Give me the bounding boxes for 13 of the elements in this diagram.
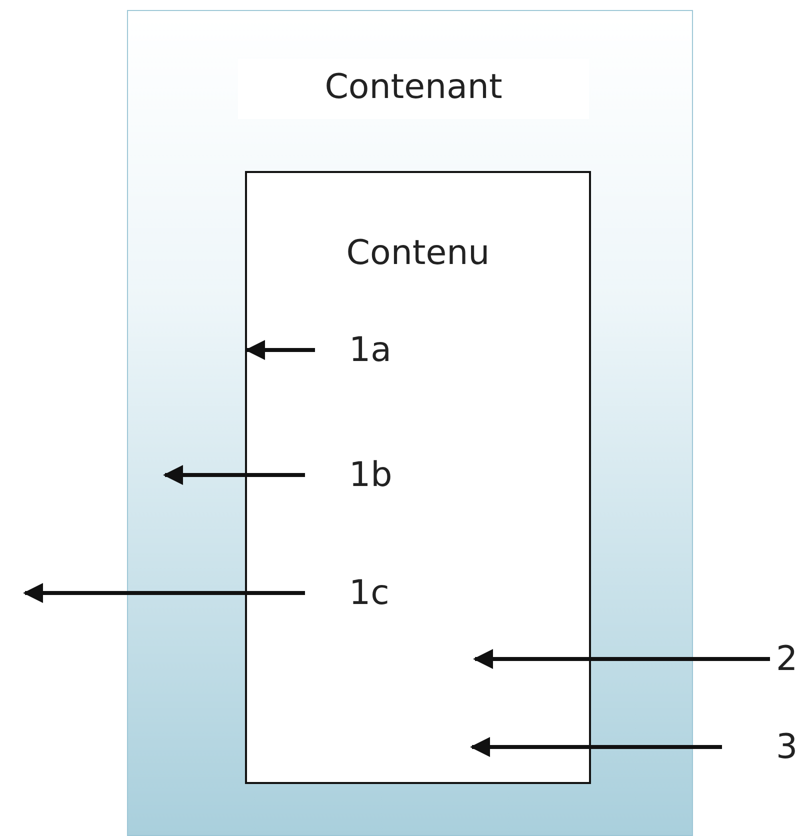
arrow — [163, 465, 305, 485]
arrow — [470, 737, 722, 757]
callout-label: 2 — [770, 639, 798, 679]
container-box — [127, 10, 693, 836]
callout-label: 1a — [343, 330, 398, 370]
arrow — [23, 583, 305, 603]
callout-label: 3 — [770, 727, 798, 767]
content-box — [245, 171, 591, 784]
callout-label: 1b — [343, 455, 398, 495]
arrow — [245, 340, 315, 360]
callout-label: 1c — [343, 573, 396, 613]
content-title: Contenu — [345, 233, 491, 273]
arrow — [473, 649, 770, 669]
